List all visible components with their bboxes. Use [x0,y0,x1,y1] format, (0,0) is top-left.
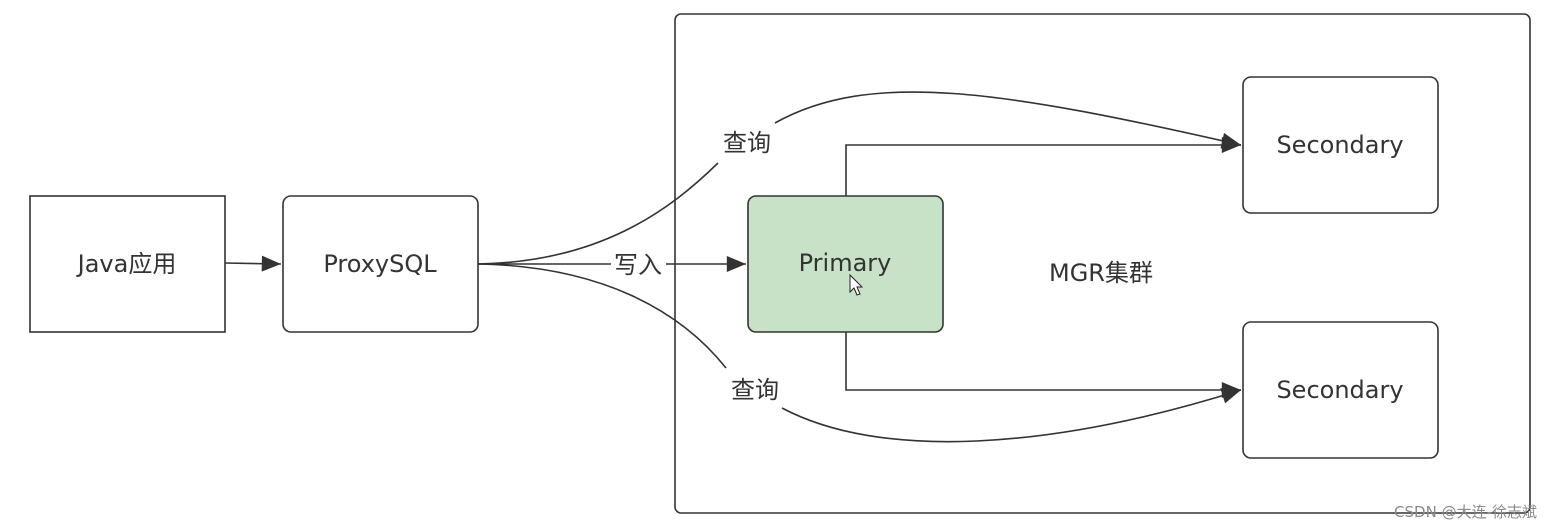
edge-query-bottom-lower [781,388,1242,443]
edge-primary-to-secondary-top [845,137,1242,196]
secondary-bottom-node: Secondary [1242,321,1439,459]
mouse-cursor-icon [849,273,864,296]
query-bottom-label: 查询 [731,376,779,404]
write-label: 写入 [614,251,662,279]
secondary-top-label: Secondary [1276,131,1403,159]
proxysql-node: ProxySQL [282,195,479,333]
java-app-node: Java应用 [29,195,226,333]
cluster-label: MGR集群 [1049,259,1153,287]
secondary-bottom-label: Secondary [1276,376,1403,404]
primary-node: Primary [747,195,944,333]
watermark-text: CSDN @大连-徐志斌 [1394,503,1537,521]
edge-primary-to-secondary-bottom [845,332,1242,398]
edge-query-top-upper [774,91,1242,149]
edge-java-to-proxysql [224,255,282,272]
edge-query-top-lower [477,162,719,265]
query-top-label: 查询 [723,129,771,157]
secondary-top-node: Secondary [1242,76,1439,214]
java-app-label: Java应用 [76,250,177,278]
edge-query-bottom-upper [477,263,727,369]
primary-label: Primary [799,249,892,277]
proxysql-label: ProxySQL [323,250,437,278]
